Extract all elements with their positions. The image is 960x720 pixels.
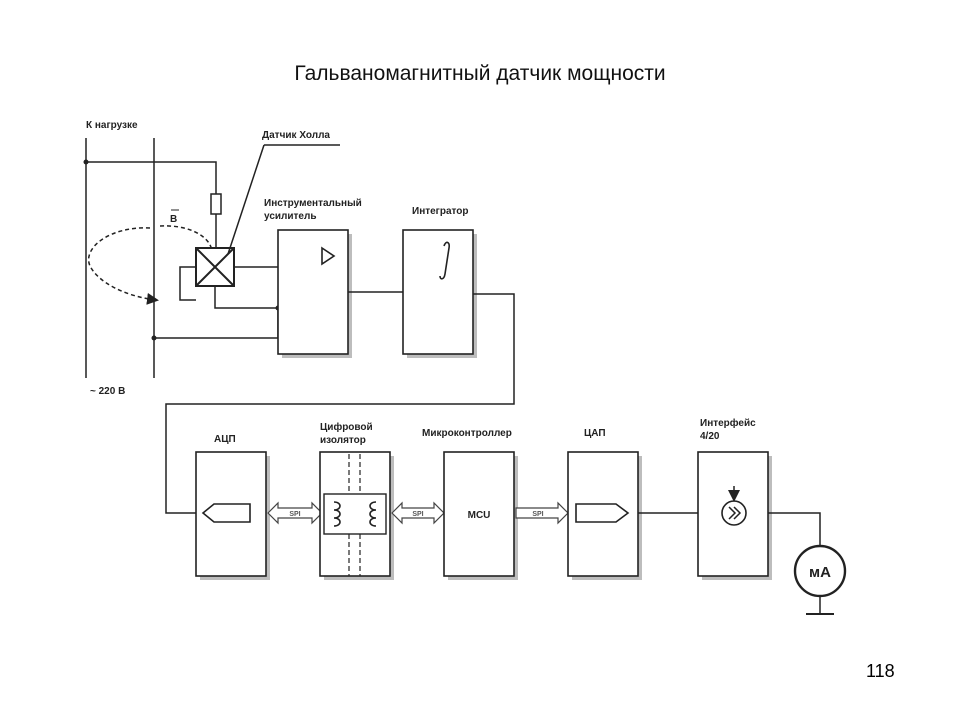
integrator-block	[402, 229, 474, 355]
spi-label-3: SPI	[532, 511, 543, 518]
microcontroller-block	[443, 451, 515, 577]
magnetic-field-lines	[87, 225, 213, 305]
coil-left-icon	[333, 501, 341, 527]
interface-label-line1: Интерфейс	[700, 417, 756, 429]
isolator-label-line1: Цифровой	[320, 421, 373, 433]
integral-icon	[439, 241, 450, 280]
mcu-label: Микроконтроллер	[422, 428, 512, 439]
mains-voltage-label: ~ 220 В	[90, 386, 125, 397]
instr-amp-label-line1: Инструментальный	[264, 198, 362, 209]
hall-sensor	[195, 247, 235, 287]
resistor	[86, 161, 222, 248]
page-number: 118	[866, 661, 895, 681]
interface-label-line2: 4/20	[700, 431, 720, 442]
adc-icon	[201, 503, 251, 523]
milliammeter-label: мА	[809, 564, 831, 581]
adc-label: АЦП	[214, 434, 236, 445]
spi-label-1: SPI	[289, 511, 300, 518]
slide-title: Гальваномагнитный датчик мощности	[294, 62, 666, 85]
spi-bus-mcu-dac	[515, 501, 569, 525]
spi-label-2: SPI	[412, 511, 423, 518]
interface-to-meter-wire	[768, 512, 821, 545]
coil-right-icon	[369, 501, 377, 527]
instr-amp-label-line2: усилитель	[264, 211, 316, 222]
isolator-label-line2: изолятор	[320, 435, 366, 446]
hall-sensor-pointer	[227, 144, 265, 255]
dac-icon	[575, 503, 630, 523]
integrator-label: Интегратор	[412, 206, 469, 217]
integrator-to-adc-wire	[165, 293, 515, 514]
mcu-block-text: MCU	[468, 510, 491, 521]
field-b-label: B	[170, 214, 177, 225]
to-load-label: К нагрузке	[86, 120, 138, 131]
instrumentation-amplifier-block	[277, 229, 349, 355]
amplifier-icon	[321, 246, 336, 266]
mains-wires	[83, 138, 157, 378]
current-source-arrows	[728, 506, 742, 520]
hall-sensor-label: Датчик Холла	[262, 130, 330, 141]
dac-label: ЦАП	[584, 428, 606, 439]
transformer-frame	[323, 493, 387, 535]
